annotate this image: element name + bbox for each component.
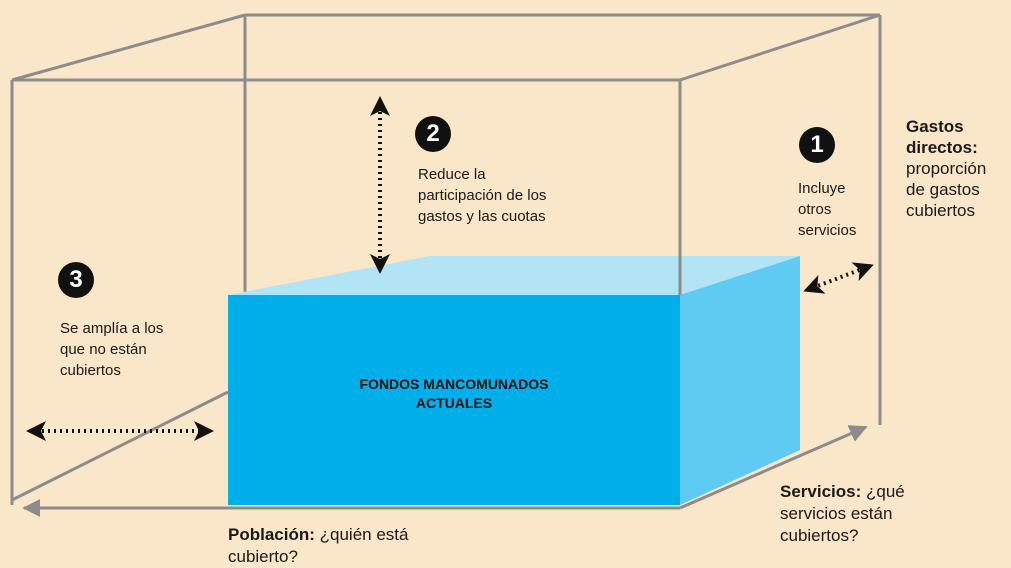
current-pooled-funds-box: [228, 256, 800, 505]
direct-costs-line4: de gastos: [906, 180, 980, 199]
services-axis-arrow: [679, 425, 868, 510]
services-line3: cubiertos?: [780, 526, 859, 545]
step-2-line1: Reduce la: [418, 166, 486, 183]
services-line1-rest: ¿qué: [861, 482, 905, 501]
direct-costs-axis-label: Gastos directos: proporción de gastos cu…: [906, 116, 986, 221]
step-1-badge: 1: [799, 127, 835, 163]
services-axis-label: Servicios: ¿qué servicios están cubierto…: [780, 481, 905, 547]
step-3-badge: 3: [58, 262, 94, 298]
center-label-line1: FONDOS MANCOMUNADOS: [359, 376, 549, 392]
cube-frame-front: [10, 78, 682, 505]
population-line1-rest: ¿quién está: [314, 525, 409, 544]
step-3-text: Se amplía a los que no están cubiertos: [60, 318, 163, 381]
current-pooled-funds-label: FONDOS MANCOMUNADOS ACTUALES: [228, 375, 680, 413]
box-front-face: [228, 295, 680, 505]
services-line2: servicios están: [780, 504, 893, 523]
direct-costs-title-line1: Gastos: [906, 117, 964, 136]
direct-costs-line5: cubiertos: [906, 201, 975, 220]
box-top-face: [228, 256, 800, 295]
step-2-line3: gastos y las cuotas: [418, 208, 546, 225]
direct-costs-line3: proporción: [906, 159, 987, 178]
box-side-face: [680, 256, 800, 505]
step-1-line3: servicios: [798, 222, 857, 239]
step-2-text: Reduce la participación de los gastos y …: [418, 164, 546, 227]
population-axis-label: Población: ¿quién está cubierto?: [228, 524, 408, 568]
step-1-line2: otros: [798, 201, 832, 218]
step-1-line1: Incluye: [798, 180, 846, 197]
population-title: Población:: [228, 525, 315, 544]
center-label-line2: ACTUALES: [415, 395, 493, 411]
step-2-line2: participación de los: [418, 187, 547, 204]
direct-costs-title-line2: directos:: [906, 138, 978, 157]
population-line2: cubierto?: [228, 547, 298, 566]
step-3-line2: que no están: [60, 341, 147, 358]
step-1-text: Incluye otros servicios: [798, 178, 856, 241]
services-title: Servicios:: [780, 482, 862, 501]
step-3-line1: Se amplía a los: [60, 320, 164, 337]
expand-services-arrow: [803, 262, 874, 294]
cube-frame-back: [11, 13, 882, 425]
step-3-line3: cubiertos: [60, 362, 121, 379]
step-2-badge: 2: [415, 116, 451, 152]
